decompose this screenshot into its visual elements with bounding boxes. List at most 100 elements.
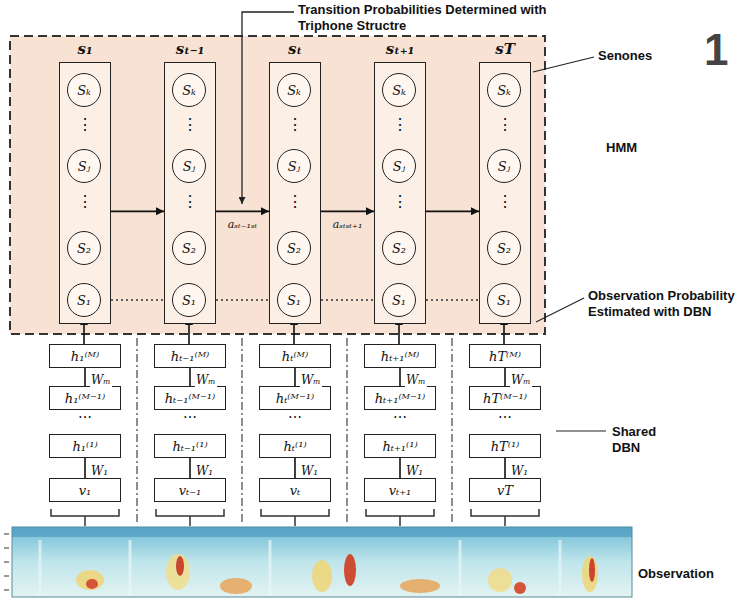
leader-line <box>536 298 584 322</box>
layer-link <box>84 368 86 386</box>
label-box: ⋯ <box>69 410 101 424</box>
layer-label: hₜ₊₁⁽¹⁾ <box>382 439 417 454</box>
ellipsis: ⋮ <box>75 194 95 210</box>
weight-label: W₁ <box>510 464 529 478</box>
transition-arrow <box>426 211 479 213</box>
state-circle: Sⱼ <box>487 149 521 183</box>
label-box: ⋯ <box>489 410 521 424</box>
ellipsis: ⋮ <box>285 194 305 210</box>
label-box: HMM <box>606 140 637 156</box>
layer-label: vₜ <box>290 483 301 498</box>
state-circle: S₁ <box>487 283 521 317</box>
state-circle: Sₖ <box>67 73 101 107</box>
layer-label: vT <box>497 483 513 498</box>
state-label: Sₖ <box>287 83 301 98</box>
ellipsis: ⋮ <box>390 194 410 210</box>
ellipsis: ⋮ <box>285 117 305 133</box>
layer-box: h₁⁽¹⁾ <box>49 434 121 458</box>
senone-column: sₜSₖSⱼS₂S₁ <box>269 62 321 324</box>
layer-box: hₜ⁽¹⁾ <box>259 434 331 458</box>
ellipsis: ⋮ <box>495 117 515 133</box>
spectrogram-blob <box>400 579 440 593</box>
label-box: ⋮ <box>75 117 95 133</box>
senone-column: sₜ₋₁SₖSⱼS₂S₁ <box>164 62 216 324</box>
state-label: S₁ <box>497 293 511 308</box>
spectrogram-band <box>12 527 632 537</box>
state-circle: Sⱼ <box>382 149 416 183</box>
state-label: Sₖ <box>77 83 91 98</box>
layer-box: vₜ₋₁ <box>154 478 226 502</box>
layer-link <box>504 458 506 478</box>
state-circle: Sⱼ <box>67 149 101 183</box>
edge-label-box: Wₘ <box>90 370 112 388</box>
state-label: Sₖ <box>497 83 511 98</box>
state-circle: Sⱼ <box>172 149 206 183</box>
layer-link <box>294 368 296 386</box>
edge-label-box: W₁ <box>510 461 529 479</box>
layer-box: hₜ₊₁⁽¹⁾ <box>364 434 436 458</box>
layer-box: hₜ₊₁⁽ᴹ⁻¹⁾ <box>364 386 436 410</box>
label-box: Observation Probability Estimated with D… <box>588 288 738 319</box>
window-bracket <box>51 509 539 526</box>
column-heading: sₜ <box>246 40 344 58</box>
weight-label: Wₘ <box>300 373 322 387</box>
weight-label: Wₘ <box>510 373 532 387</box>
edge-label-box: W₁ <box>405 461 424 479</box>
axis-tick <box>4 534 9 590</box>
layer-box: hT⁽ᴹ⁻¹⁾ <box>469 386 541 410</box>
state-label: S₂ <box>287 241 301 256</box>
layer-label: h₁⁽ᴹ⁻¹⁾ <box>65 391 105 406</box>
ellipsis: ⋯ <box>279 410 311 424</box>
state-label: Sⱼ <box>78 159 90 174</box>
state-label: S₁ <box>287 293 301 308</box>
column-heading: s₁ <box>36 40 134 58</box>
label-box: ⋮ <box>390 117 410 133</box>
layer-box: hₜ₋₁⁽ᴹ⁾ <box>154 344 226 368</box>
state-circle: Sₖ <box>382 73 416 107</box>
layer-box: hT⁽ᴹ⁾ <box>469 344 541 368</box>
label-box: ⋯ <box>174 410 206 424</box>
label-box: Transition Probabilities Determined with… <box>298 2 568 33</box>
weight-label: W₁ <box>195 464 214 478</box>
spectrogram-blob <box>488 568 512 592</box>
layer-box: hₜ₋₁⁽¹⁾ <box>154 434 226 458</box>
senone-column: s₁SₖSⱼS₂S₁ <box>59 62 111 324</box>
ellipsis: ⋯ <box>489 410 521 424</box>
state-circle: Sⱼ <box>277 149 311 183</box>
layer-box: v₁ <box>49 478 121 502</box>
spectrogram-stripe <box>40 540 560 596</box>
leader-line <box>556 430 606 431</box>
edge-label-box: W₁ <box>195 461 214 479</box>
weight-label: Wₘ <box>195 373 217 387</box>
layer-box: hₜ₋₁⁽ᴹ⁻¹⁾ <box>154 386 226 410</box>
state-circle: S₂ <box>382 231 416 265</box>
ellipsis: ⋮ <box>495 194 515 210</box>
weight-label: Wₘ <box>90 373 112 387</box>
senone-column: sₜ₊₁SₖSⱼS₂S₁ <box>374 62 426 324</box>
spectrogram-blob <box>514 582 526 594</box>
edge-label-box: W₁ <box>90 461 109 479</box>
label-box: ⋮ <box>180 117 200 133</box>
layer-link <box>189 458 191 478</box>
layer-link <box>189 368 191 386</box>
label-box: 1 <box>704 24 728 77</box>
layer-link <box>84 458 86 478</box>
layer-label: hₜ₋₁⁽¹⁾ <box>172 439 207 454</box>
label-box: ⋮ <box>495 194 515 210</box>
state-label: S₁ <box>182 293 196 308</box>
edge-label-box: Wₘ <box>195 370 217 388</box>
column-heading: sₜ₊₁ <box>351 40 449 58</box>
state-label: Sⱼ <box>498 159 510 174</box>
state-label: Sⱼ <box>183 159 195 174</box>
ellipsis: ⋮ <box>390 117 410 133</box>
leader-line <box>533 57 594 72</box>
layer-label: hT⁽ᴹ⁾ <box>489 349 521 364</box>
layer-link <box>399 458 401 478</box>
spectrogram-blob <box>176 556 184 576</box>
layer-box: vT <box>469 478 541 502</box>
transition-label: aₛₜₛₜ₊₁ <box>332 218 364 232</box>
weight-label: W₁ <box>405 464 424 478</box>
layer-label: hₜ₋₁⁽ᴹ⁻¹⁾ <box>165 391 216 406</box>
state-circle: S₁ <box>277 283 311 317</box>
layer-label: hT⁽ᴹ⁻¹⁾ <box>483 391 527 406</box>
